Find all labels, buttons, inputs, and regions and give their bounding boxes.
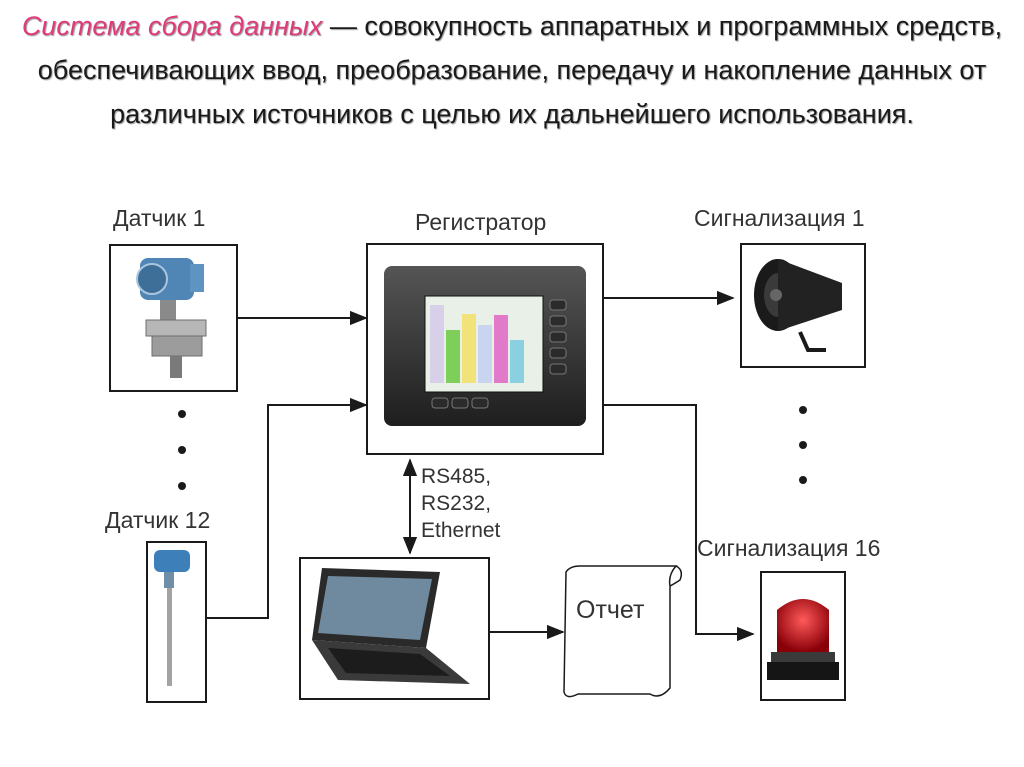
red-beacon-image <box>767 599 839 680</box>
alarm-16-label: Сигнализация 16 <box>697 535 880 562</box>
interface-list: RS485, RS232, Ethernet <box>421 463 500 544</box>
interface-rs232: RS232, <box>421 490 500 517</box>
sensor-1-label: Датчик 1 <box>113 205 205 232</box>
recorder-device-image <box>384 266 586 426</box>
alarm-1-label: Сигнализация 1 <box>694 205 865 232</box>
report-scroll-icon <box>564 566 681 697</box>
alarm-ellipsis-dots <box>799 406 807 484</box>
interface-rs485: RS485, <box>421 463 500 490</box>
interface-ethernet: Ethernet <box>421 517 500 544</box>
sensor-12-label: Датчик 12 <box>105 507 210 534</box>
report-label: Отчет <box>576 596 644 625</box>
recorder-label: Регистратор <box>415 209 546 236</box>
sensor-ellipsis-dots <box>178 410 186 490</box>
